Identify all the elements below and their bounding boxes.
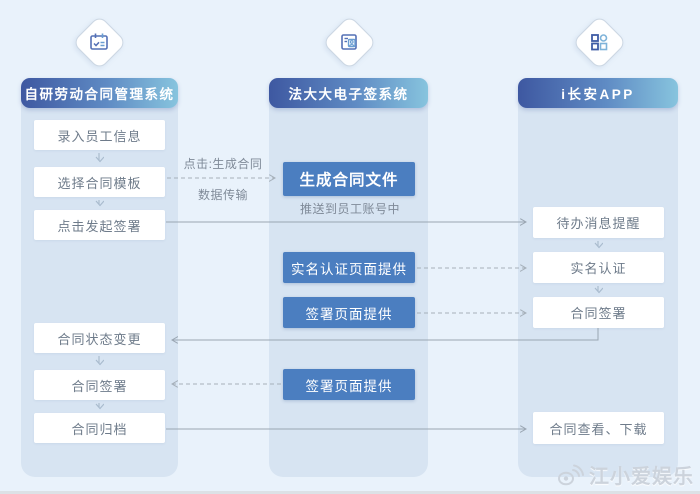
- column-header-ichangan-app: i长安APP: [518, 78, 678, 108]
- flow-node-todo-notification: 待办消息提醒: [533, 207, 664, 238]
- flow-node-generate-contract-file: 生成合同文件: [283, 162, 415, 196]
- flow-node-sign-page-provide-1: 签署页面提供: [283, 297, 415, 328]
- calendar-check-icon: [90, 33, 108, 50]
- weibo-icon: [558, 464, 584, 485]
- flow-node-contract-archive: 合同归档: [34, 413, 165, 443]
- watermark-text: 江小爱娱乐: [589, 466, 694, 488]
- flow-node-contract-signing-hr: 合同签署: [34, 370, 165, 400]
- flow-node-contract-view-download: 合同查看、下载: [533, 412, 664, 444]
- edge-label-click-generate: 点击:生成合同: [183, 157, 263, 171]
- id-card-icon: [341, 34, 357, 50]
- column-header-fadada-system: 法大大电子签系统: [269, 78, 428, 108]
- flow-node-contract-status-change: 合同状态变更: [34, 323, 165, 353]
- edge-label-push-to-account: 推送到员工账号中: [299, 202, 400, 216]
- column-header-hr-system: 自研劳动合同管理系统: [21, 78, 178, 108]
- edge-label-data-transfer: 数据传输: [197, 188, 248, 202]
- watermark: 江小爱娱乐: [557, 460, 694, 489]
- flow-node-realname-auth: 实名认证: [533, 252, 664, 283]
- flow-node-sign-page-provide-2: 签署页面提供: [283, 369, 415, 400]
- bottom-divider: [0, 491, 700, 494]
- flow-node-select-template: 选择合同模板: [34, 167, 165, 197]
- flow-node-contract-signing-app: 合同签署: [533, 297, 664, 328]
- app-grid-icon: [591, 34, 608, 51]
- flow-node-realname-page-provide: 实名认证页面提供: [283, 252, 415, 283]
- flow-node-initiate-signing: 点击发起签署: [34, 210, 165, 240]
- flow-node-enter-employee-info: 录入员工信息: [34, 120, 165, 150]
